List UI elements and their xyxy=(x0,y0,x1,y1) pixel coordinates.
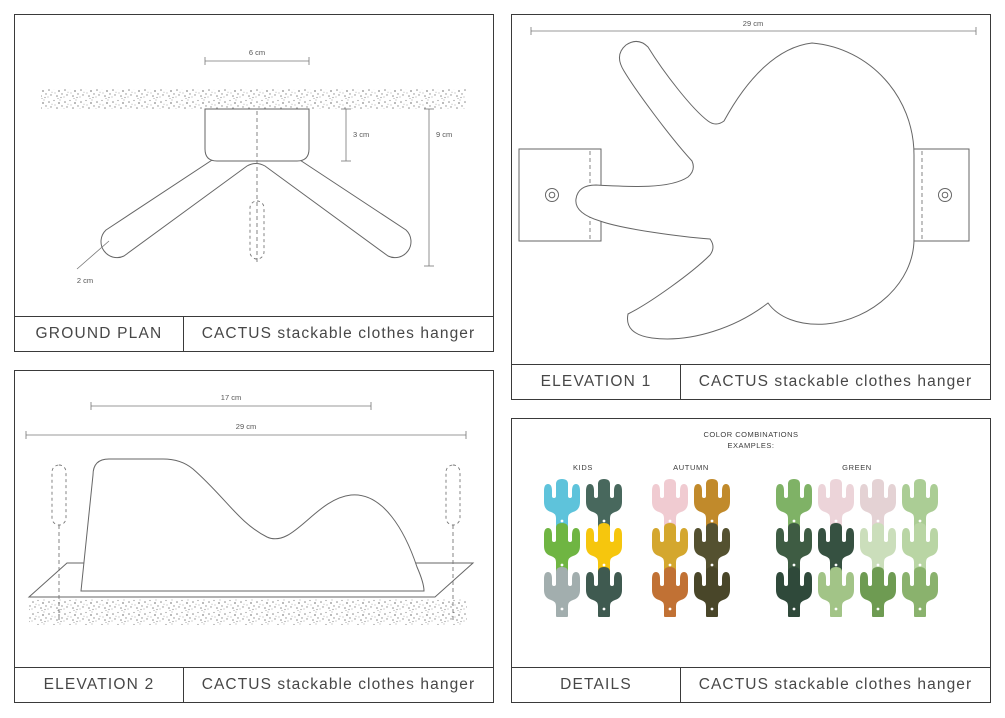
cactus-color-swatch xyxy=(902,523,938,573)
cactus-color-swatch xyxy=(544,479,580,529)
cactus-color-swatch xyxy=(586,523,622,573)
color-combinations-subtitle: EXAMPLES: xyxy=(727,441,775,450)
dim-label-17cm: 17 cm xyxy=(221,393,241,402)
cactus-stack-green xyxy=(776,479,938,617)
cactus-color-swatch xyxy=(860,523,896,573)
panel-title: ELEVATION 2 xyxy=(15,668,184,702)
cactus-color-swatch xyxy=(586,567,622,617)
panel-elevation-2: 17 cm 29 cm ELEVATION 2 CACTUS stackable… xyxy=(14,370,494,703)
dim-label-29cm: 29 cm xyxy=(743,19,763,28)
cactus-stack-autumn xyxy=(652,479,730,617)
cactus-color-swatch xyxy=(818,479,854,529)
panel-title: DETAILS xyxy=(512,668,681,702)
wall-section-texture xyxy=(41,89,466,109)
cactus-color-swatch xyxy=(818,567,854,617)
cactus-color-swatch xyxy=(694,479,730,529)
ground-plan-drawing: 6 cm 3 cm 9 cm 2 cm xyxy=(41,48,466,285)
panel-subtitle: CACTUS stackable clothes hanger xyxy=(201,676,476,693)
panel-title: GROUND PLAN xyxy=(15,317,184,351)
left-screw-hole-icon xyxy=(545,188,559,202)
left-peg-hidden-outline xyxy=(51,464,67,526)
cactus-color-swatch xyxy=(652,479,688,529)
cactus-color-swatch xyxy=(544,567,580,617)
cactus-color-swatch xyxy=(776,479,812,529)
cactus-color-swatch xyxy=(860,567,896,617)
cactus-color-swatch xyxy=(818,523,854,573)
cactus-color-swatch xyxy=(776,567,812,617)
color-combinations-header: COLOR COMBINATIONS EXAMPLES: xyxy=(512,429,990,451)
right-peg-hidden-outline xyxy=(445,464,461,526)
dim-label-2cm: 2 cm xyxy=(77,276,93,285)
cactus-color-swatch xyxy=(544,523,580,573)
cactus-color-swatch xyxy=(902,567,938,617)
elevation-1-titlebar: ELEVATION 1 CACTUS stackable clothes han… xyxy=(512,364,990,399)
group-label: GREEN xyxy=(842,463,872,472)
right-screw-hole-icon xyxy=(938,188,952,202)
panel-subtitle: CACTUS stackable clothes hanger xyxy=(698,676,973,693)
ground-plan-titlebar: GROUND PLAN CACTUS stackable clothes han… xyxy=(15,316,493,351)
elevation-1-drawing: 29 cm xyxy=(518,19,977,340)
cactus-color-swatch xyxy=(694,523,730,573)
panel-subtitle: CACTUS stackable clothes hanger xyxy=(201,325,476,342)
dim-label-3cm: 3 cm xyxy=(353,130,369,139)
details-titlebar: DETAILS CACTUS stackable clothes hanger xyxy=(512,667,990,702)
group-label: KIDS xyxy=(573,463,593,472)
wall-section-texture xyxy=(29,599,467,625)
group-label: AUTUMN xyxy=(673,463,709,472)
cactus-color-swatch xyxy=(860,479,896,529)
cactus-color-swatch xyxy=(652,567,688,617)
dim-label-9cm: 9 cm xyxy=(436,130,452,139)
panel-subtitle: CACTUS stackable clothes hanger xyxy=(698,373,973,390)
panel-elevation-1: 29 cm ELEVATION 1 CACTUS stackable cloth… xyxy=(511,14,991,400)
hanger-side-profile xyxy=(80,458,425,592)
cactus-stack-kids xyxy=(544,479,622,617)
cactus-color-swatch xyxy=(776,523,812,573)
panel-ground-plan: 6 cm 3 cm 9 cm 2 cm GROUND PLAN CACTUS s… xyxy=(14,14,494,352)
elevation-2-titlebar: ELEVATION 2 CACTUS stackable clothes han… xyxy=(15,667,493,702)
cactus-color-swatch xyxy=(694,567,730,617)
color-combinations-title: COLOR COMBINATIONS xyxy=(703,430,799,439)
peg-hidden-outline xyxy=(249,200,265,260)
color-group-green: GREEN xyxy=(774,463,940,623)
color-group-kids: KIDS xyxy=(542,463,624,623)
dim-line-2cm xyxy=(76,240,110,270)
cactus-color-swatch xyxy=(586,479,622,529)
cactus-color-swatch xyxy=(652,523,688,573)
panel-details: COLOR COMBINATIONS EXAMPLES: KIDS AUTUMN… xyxy=(511,418,991,703)
dim-label-29cm-elev2: 29 cm xyxy=(236,422,256,431)
dim-label-6cm: 6 cm xyxy=(249,48,265,57)
color-group-autumn: AUTUMN xyxy=(650,463,732,623)
right-screw-hole-icon xyxy=(941,191,949,199)
cactus-color-swatch xyxy=(902,479,938,529)
elevation-2-drawing: 17 cm 29 cm xyxy=(25,393,475,625)
left-screw-hole-icon xyxy=(548,191,556,199)
panel-title: ELEVATION 1 xyxy=(512,365,681,399)
cactus-outline xyxy=(575,41,915,340)
right-mount-tab xyxy=(912,148,970,242)
